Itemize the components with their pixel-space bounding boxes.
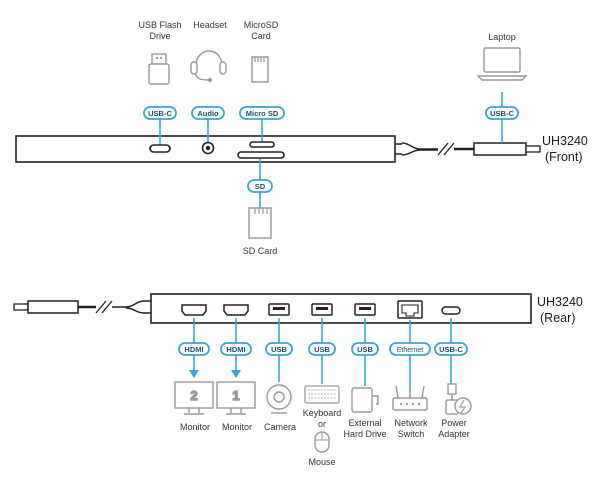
front-ports bbox=[149, 141, 285, 159]
rear-hub-side: (Rear) bbox=[540, 311, 575, 325]
svg-text:1: 1 bbox=[232, 388, 239, 403]
front-cable bbox=[395, 142, 541, 156]
label-usb-flash-drive: USB Flash bbox=[138, 20, 181, 30]
svg-text:USB: USB bbox=[271, 345, 287, 354]
svg-text:or: or bbox=[318, 419, 326, 429]
rear-section: UH3240 (Rear) bbox=[13, 293, 583, 467]
rear-cable bbox=[13, 300, 151, 314]
rear-badges: HDMI HDMI USB USB USB Ethernet bbox=[178, 342, 468, 356]
front-hub-name: UH3240 bbox=[542, 134, 588, 148]
front-section: UH3240 (Front) USB-C Audio bbox=[15, 20, 588, 256]
svg-text:HDMI: HDMI bbox=[226, 345, 245, 354]
headset-icon bbox=[190, 50, 227, 82]
svg-text:Hard Drive: Hard Drive bbox=[343, 429, 386, 439]
rear-hdmi-port-2 bbox=[181, 304, 207, 316]
front-labels: USB Flash Drive Headset MicroSD Card Lap… bbox=[138, 20, 515, 256]
svg-text:Card: Card bbox=[251, 31, 271, 41]
front-microsd-port bbox=[249, 141, 275, 148]
svg-text:Adapter: Adapter bbox=[438, 429, 470, 439]
label-monitor-1: Monitor bbox=[222, 422, 252, 432]
label-monitor-2: Monitor bbox=[180, 422, 210, 432]
power-adapter-icon bbox=[445, 383, 472, 415]
badge-front-sd: SD bbox=[247, 179, 273, 193]
badge-front-usbc: USB-C bbox=[143, 106, 177, 120]
rear-hdmi-port-1 bbox=[223, 304, 249, 316]
mouse-icon bbox=[314, 431, 330, 453]
svg-text:HDMI: HDMI bbox=[184, 345, 203, 354]
svg-text:USB-C: USB-C bbox=[439, 345, 463, 354]
front-usbc-port bbox=[149, 144, 171, 153]
label-sd-card: SD Card bbox=[243, 246, 278, 256]
svg-text:Micro SD: Micro SD bbox=[246, 109, 279, 118]
front-sd-port bbox=[237, 151, 285, 159]
label-camera: Camera bbox=[264, 422, 296, 432]
svg-text:USB: USB bbox=[314, 345, 330, 354]
badge-rear-usbc: USB-C bbox=[434, 342, 468, 356]
hdmi-arrow-heads bbox=[189, 370, 241, 378]
label-keyboard: Keyboard bbox=[303, 408, 342, 418]
rear-hub-name: UH3240 bbox=[537, 295, 583, 309]
network-switch-icon bbox=[392, 385, 428, 411]
svg-text:USB-C: USB-C bbox=[490, 109, 514, 118]
badge-front-audio: Audio bbox=[191, 106, 225, 120]
badge-rear-hdmi-1: HDMI bbox=[220, 342, 252, 356]
usb-flash-drive-icon bbox=[148, 53, 170, 85]
label-external-hard-drive: External bbox=[348, 418, 381, 428]
badge-rear-usb-3: USB bbox=[351, 342, 379, 356]
svg-text:USB: USB bbox=[357, 345, 373, 354]
badge-front-microsd: Micro SD bbox=[239, 106, 285, 120]
badge-rear-hdmi-2: HDMI bbox=[178, 342, 210, 356]
badge-rear-ethernet: Ethernet bbox=[389, 342, 431, 356]
badge-rear-usb-2: USB bbox=[308, 342, 336, 356]
svg-text:Audio: Audio bbox=[197, 109, 219, 118]
svg-text:SD: SD bbox=[255, 182, 266, 191]
badge-rear-usb-1: USB bbox=[265, 342, 293, 356]
label-power-adapter: Power bbox=[441, 418, 467, 428]
rear-labels: Monitor Monitor Camera Keyboard or Mouse… bbox=[180, 408, 470, 467]
svg-text:Drive: Drive bbox=[149, 31, 170, 41]
svg-text:2: 2 bbox=[190, 388, 197, 403]
front-hub-side: (Front) bbox=[545, 150, 583, 164]
label-headset: Headset bbox=[193, 20, 227, 30]
rear-usbc-port bbox=[441, 306, 461, 315]
svg-text:Ethernet: Ethernet bbox=[397, 347, 424, 354]
monitor-icon: 1 bbox=[216, 381, 256, 415]
label-mouse: Mouse bbox=[308, 457, 335, 467]
label-network-switch: Network bbox=[394, 418, 428, 428]
sd-card-icon bbox=[248, 207, 272, 239]
rear-ports bbox=[181, 300, 461, 319]
camera-icon bbox=[266, 384, 292, 414]
hard-drive-icon bbox=[351, 387, 379, 413]
microsd-card-icon bbox=[251, 56, 269, 83]
front-badges: USB-C Audio Micro SD SD USB-C bbox=[143, 106, 519, 193]
svg-text:USB-C: USB-C bbox=[148, 109, 172, 118]
label-laptop: Laptop bbox=[488, 32, 516, 42]
badge-front-host-usbc: USB-C bbox=[485, 106, 519, 120]
rear-hub-body bbox=[150, 293, 532, 324]
svg-text:Switch: Switch bbox=[398, 429, 425, 439]
laptop-icon bbox=[476, 47, 528, 81]
keyboard-icon bbox=[304, 385, 340, 404]
label-microsd-card: MicroSD bbox=[244, 20, 279, 30]
monitor-icon: 2 bbox=[174, 381, 214, 415]
